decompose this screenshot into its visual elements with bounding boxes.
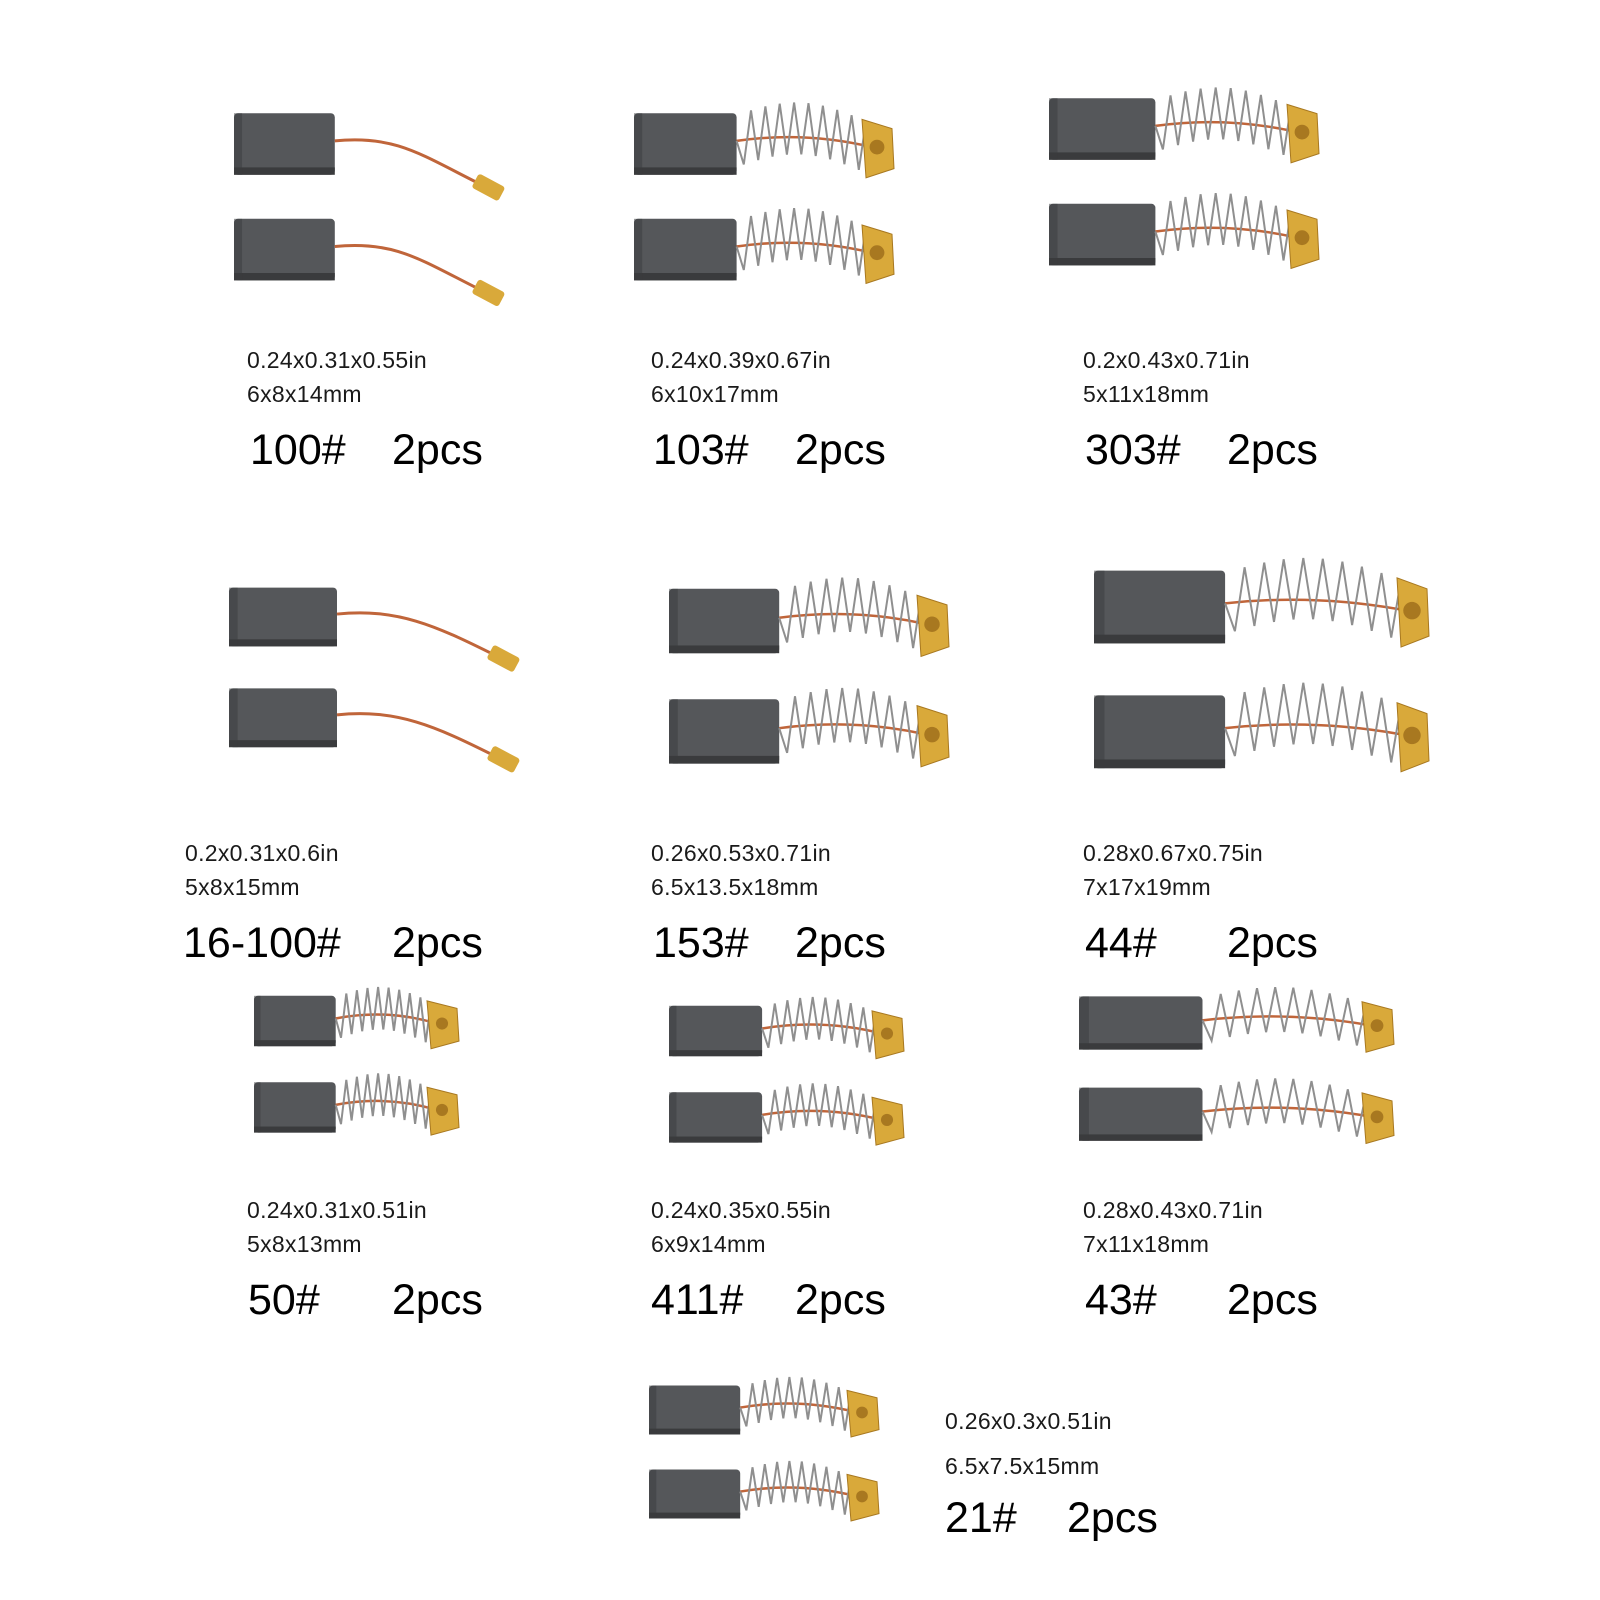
quantity: 2pcs (1227, 919, 1318, 967)
dimension-inches: 0.24x0.39x0.67in (651, 347, 831, 373)
brush-pair-303 (1045, 85, 1325, 305)
dimension-millimeters: 5x11x18mm (1083, 381, 1210, 407)
model-number: 50# (248, 1276, 320, 1324)
brush-pair-16-100 (225, 575, 525, 785)
dimension-inches: 0.28x0.43x0.71in (1083, 1197, 1263, 1223)
quantity: 2pcs (392, 919, 483, 967)
brush-pair-100 (230, 100, 510, 320)
brush-pair-21 (645, 1375, 885, 1550)
dimension-millimeters: 7x17x19mm (1083, 874, 1211, 900)
model-number: 21# (945, 1494, 1017, 1542)
dimension-inches: 0.24x0.31x0.55in (247, 347, 427, 373)
dimension-millimeters: 5x8x13mm (247, 1231, 362, 1257)
dimension-inches: 0.2x0.43x0.71in (1083, 347, 1250, 373)
quantity: 2pcs (1067, 1494, 1158, 1542)
dimension-inches: 0.26x0.3x0.51in (945, 1408, 1112, 1434)
quantity: 2pcs (1227, 426, 1318, 474)
brush-pair-44 (1090, 555, 1435, 815)
brush-pair-103 (630, 100, 900, 320)
dimension-millimeters: 6.5x13.5x18mm (651, 874, 819, 900)
dimension-millimeters: 7x11x18mm (1083, 1231, 1210, 1257)
dimension-inches: 0.2x0.31x0.6in (185, 840, 339, 866)
brush-pair-411 (665, 995, 910, 1175)
model-number: 16-100# (183, 919, 341, 967)
dimension-millimeters: 6x10x17mm (651, 381, 779, 407)
quantity: 2pcs (392, 1276, 483, 1324)
model-number: 103# (653, 426, 749, 474)
model-number: 153# (653, 919, 749, 967)
quantity: 2pcs (392, 426, 483, 474)
dimension-inches: 0.24x0.31x0.51in (247, 1197, 427, 1223)
model-number: 411# (651, 1276, 744, 1324)
dimension-inches: 0.24x0.35x0.55in (651, 1197, 831, 1223)
dimension-millimeters: 6.5x7.5x15mm (945, 1453, 1100, 1479)
model-number: 303# (1085, 426, 1181, 474)
dimension-inches: 0.26x0.53x0.71in (651, 840, 831, 866)
dimension-millimeters: 6x8x14mm (247, 381, 362, 407)
quantity: 2pcs (795, 919, 886, 967)
model-number: 100# (250, 426, 346, 474)
dimension-inches: 0.28x0.67x0.75in (1083, 840, 1263, 866)
dimension-millimeters: 6x9x14mm (651, 1231, 766, 1257)
model-number: 43# (1085, 1276, 1157, 1324)
brush-pair-50 (250, 985, 465, 1165)
quantity: 2pcs (795, 426, 886, 474)
brush-pair-153 (665, 575, 955, 805)
quantity: 2pcs (795, 1276, 886, 1324)
quantity: 2pcs (1227, 1276, 1318, 1324)
model-number: 44# (1085, 919, 1157, 967)
brush-pair-43 (1075, 985, 1400, 1175)
dimension-millimeters: 5x8x15mm (185, 874, 300, 900)
